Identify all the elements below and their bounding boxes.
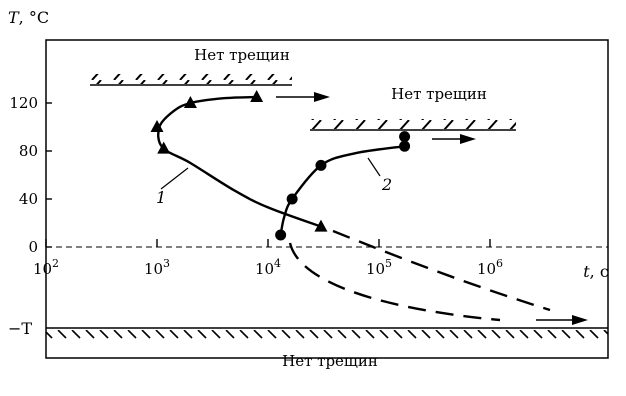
hatch-top-left [90,74,292,84]
series-1-point-2 [150,120,164,132]
x-tick-label-1: 103 [144,257,170,278]
label-no-cracks-top: Нет трещин [194,46,290,64]
data-curves [157,95,405,236]
y-tick-label-2: 80 [19,142,38,160]
curve-2-label: 2 [381,175,392,194]
series-2-point-2 [315,159,327,171]
axis-ticks: 0 40 80 120 102 103 104 105 106 [9,94,503,278]
curve-2-leader [367,157,381,177]
series-1-point-3 [157,141,171,154]
hatch-right [310,119,516,129]
x-tick-label-0: 102 [33,257,59,278]
series-2-point-0 [275,229,287,241]
y-tick-label-3: 120 [9,94,38,112]
series-2-line [279,145,405,236]
bottom-hatch [46,329,608,340]
series-1-line [157,95,322,228]
curve-1-extrapolation [332,229,551,312]
series-2-point-3 [399,131,411,143]
x-tick-label-2: 104 [255,257,281,278]
x-axis-title: t, с [583,262,609,281]
series-1-point-1 [183,96,197,108]
x-tick-label-4: 106 [477,257,503,278]
data-markers [150,90,411,241]
series-1-point-4 [314,219,328,232]
y-tick-label-1: 40 [19,190,38,208]
series-2-point-4 [399,140,411,152]
curve-1-label: 1 [156,188,166,207]
series-2-point-1 [286,193,298,205]
arrow-right [432,134,476,144]
label-no-cracks-right: Нет трещин [391,85,487,103]
x-tick-label-3: 105 [366,257,392,278]
neg-temp-label: −T [8,319,32,338]
series-1-point-0 [250,90,264,102]
y-axis-title: T, °C [8,8,49,27]
plot-frame [45,39,609,359]
curve-2-extrapolation [288,242,501,322]
arrow-top [276,92,330,102]
curve-1-leader [160,167,189,190]
y-axis-var: T, °C [8,8,49,27]
y-tick-label-0: 0 [28,238,38,256]
label-no-cracks-bottom: Нет трещин [282,352,378,370]
arrow-bottom [536,315,588,325]
